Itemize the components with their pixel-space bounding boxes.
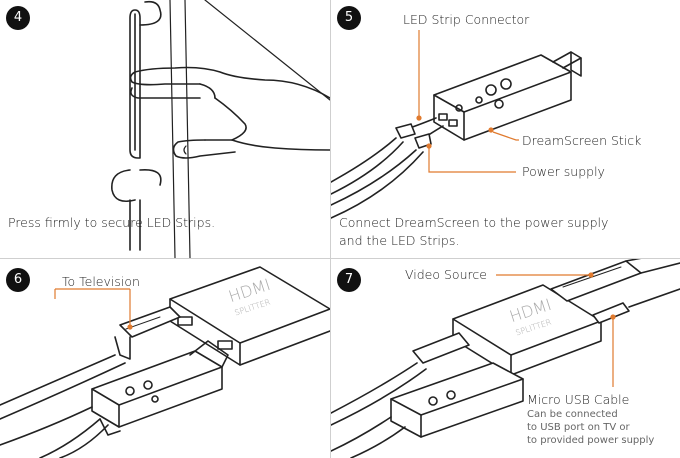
dreamscreen-stick-label: DreamScreen Stick xyxy=(522,133,642,148)
panel-divider-horizontal xyxy=(0,258,680,259)
hdmi-splitter-source-illustration xyxy=(331,259,680,458)
step-number-badge: 7 xyxy=(337,268,361,292)
to-television-label: To Television xyxy=(62,274,140,289)
step-4-caption: Press firmly to secure LED Strips. xyxy=(8,215,216,230)
step-number-badge: 5 xyxy=(337,6,361,30)
power-supply-label: Power supply xyxy=(522,164,605,179)
usb-note-line2: to USB port on TV or xyxy=(527,422,630,433)
step-number-badge: 4 xyxy=(6,6,30,30)
step-5-caption-line1: Connect DreamScreen to the power supply xyxy=(339,215,609,230)
step-5-panel: 5 LED Strip Connector DreamScreen Stick … xyxy=(331,0,680,258)
step-6-panel: 6 To Television HDMI SPLITTER xyxy=(0,259,330,458)
step-4-panel: 4 Press firmly to secure LED Strips. xyxy=(0,0,330,258)
dreamscreen-stick-illustration xyxy=(331,30,582,219)
video-source-label: Video Source xyxy=(405,267,487,282)
usb-note-line1: Can be connected xyxy=(527,409,618,420)
step-5-caption-line2: and the LED Strips. xyxy=(339,233,460,248)
led-strip-connector-label: LED Strip Connector xyxy=(403,12,530,27)
led-strip-press-illustration xyxy=(111,0,330,258)
hdmi-splitter-tv-illustration xyxy=(0,266,330,458)
step-7-panel: 7 Video Source HDMI SPLITTER Micro USB C… xyxy=(331,259,680,458)
micro-usb-cable-label: Micro USB Cable xyxy=(527,392,630,407)
usb-note-line3: to provided power supply xyxy=(527,435,655,446)
panel-divider-vertical xyxy=(330,0,331,458)
step-number-badge: 6 xyxy=(6,268,30,292)
